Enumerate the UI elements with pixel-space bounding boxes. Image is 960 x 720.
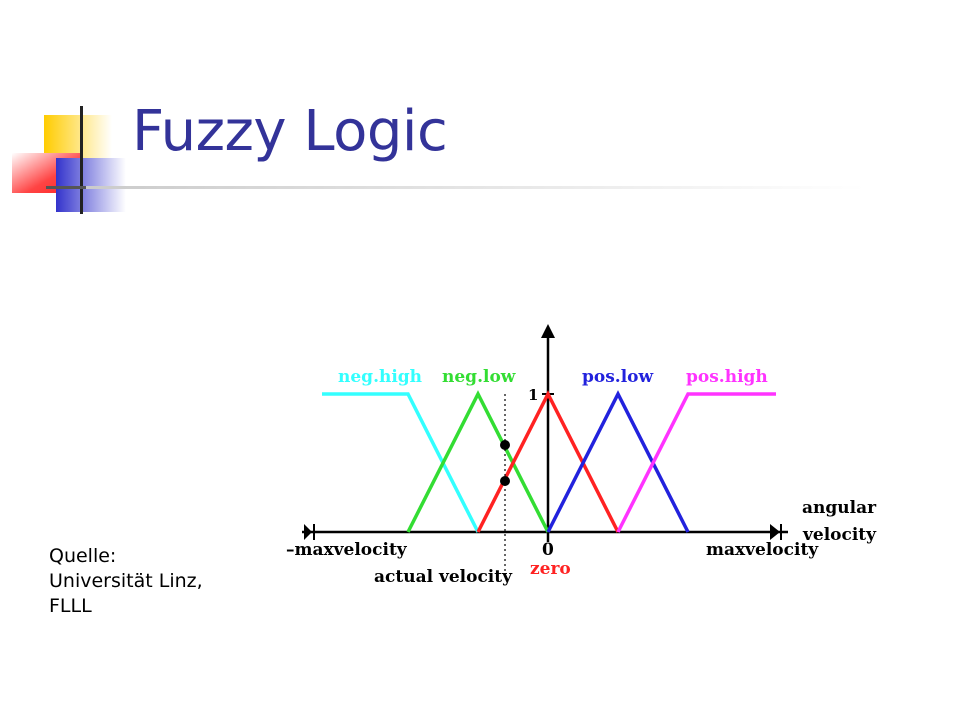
label-neg-low: neg.low (442, 367, 516, 387)
source-line: Universität Linz, (49, 570, 203, 592)
pos-low-curve (546, 390, 690, 533)
slide-title: Fuzzy Logic (132, 99, 448, 164)
axis-label-origin: 0 (542, 540, 554, 560)
membership-point-neg-low (500, 440, 510, 450)
source-line: FLLL (49, 595, 92, 617)
y-tick-label: 1 (528, 386, 538, 404)
axis-label-max: maxvelocity (706, 540, 819, 560)
y-axis-arrow (541, 324, 555, 338)
x-axis-right-arrow (770, 524, 780, 540)
zero-label: zero (530, 559, 571, 579)
label-pos-high: pos.high (686, 367, 768, 387)
label-pos-low: pos.low (582, 367, 654, 387)
source-line: Quelle: (49, 545, 117, 567)
fuzzy-membership-diagram: neg.high neg.low pos.low pos.high 1 –max… (286, 324, 877, 587)
membership-point-zero (500, 476, 510, 486)
pos-high-curve (616, 392, 776, 533)
zero-curve (476, 390, 620, 533)
neg-high-curve (322, 392, 480, 533)
label-neg-high: neg.high (338, 367, 422, 387)
neg-low-curve (406, 390, 550, 533)
axis-title-line2: velocity (802, 525, 877, 545)
actual-velocity-label: actual velocity (374, 567, 513, 587)
axis-title-line1: angular (802, 498, 877, 518)
slide-decoration (12, 106, 866, 214)
source-note: Quelle: Universität Linz, FLLL (49, 544, 203, 619)
x-axis-left-arrow (304, 524, 312, 540)
axis-label-min: –maxvelocity (286, 540, 408, 560)
